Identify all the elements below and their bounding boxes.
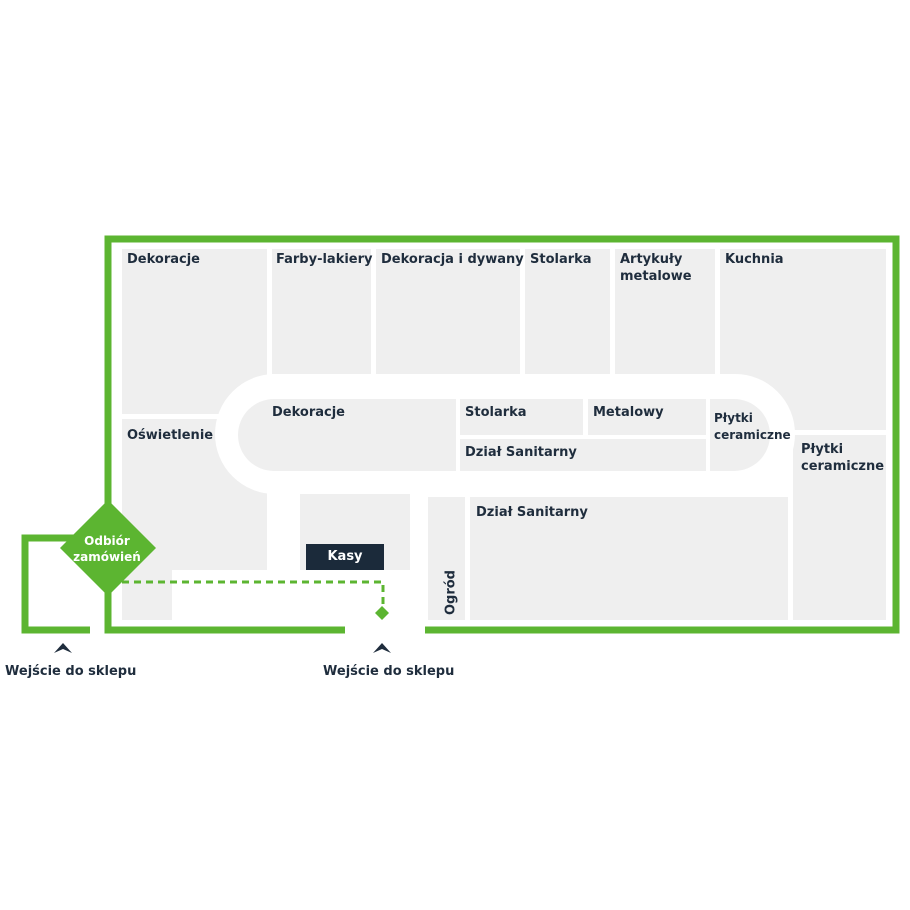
zone-sanitarny-bottom [470,497,788,620]
label-plytki-right: Płytki ceramiczne [801,442,885,474]
zone-stolarka-top [525,249,610,374]
zone-ogrod [428,497,465,620]
zone-stolarka-mid [460,399,583,435]
zones [122,249,886,620]
chevron-up-icon [54,643,72,653]
label-entrance-left: Wejście do sklepu [5,664,137,679]
zone-oswietlenie-lower [122,570,172,620]
label-sanitarny-bottom: Dział Sanitarny [476,505,588,520]
zone-dekoracje-mid [238,399,456,471]
island-zones [238,399,770,471]
zone-artykuly [615,249,715,374]
label-entrance-center: Wejście do sklepu [323,664,455,679]
label-dekoracje-mid: Dekoracje [272,405,345,420]
wall-left-annex [21,534,90,634]
zone-plytki-right [793,435,886,620]
store-walls [21,235,900,634]
diamond-marker-icon [60,500,156,596]
label-kuchnia: Kuchnia [725,252,784,267]
checkout-kasy: Kasy [306,544,384,570]
wall-main [104,235,900,634]
chevron-up-icon [373,643,391,653]
zone-plytki-inner [710,399,770,471]
small-diamond-icon [375,606,389,620]
label-ogrod: Ogród [443,570,459,616]
zone-sanitarny-mid [460,439,706,471]
label-dekoracje-top: Dekoracje [127,252,200,267]
aisle-vertical [410,494,428,620]
zone-kuchnia [720,249,886,374]
label-farby: Farby-lakiery [276,252,373,267]
label-plytki-inner: Płytki ceramiczne [714,411,791,442]
label-pickup: Odbiór zamówień [73,534,141,564]
label-stolarka-mid: Stolarka [465,405,527,420]
label-oswietlenie: Oświetlenie [127,428,214,443]
zone-dekoracja-dywany [376,249,520,374]
zone-farby [272,249,371,374]
label-dekoracja-dywany: Dekoracja i dywany [381,252,524,267]
label-metalowy: Metalowy [593,405,664,420]
label-artykuly: Artykuły metalowe [620,252,692,284]
label-sanitarny-mid: Dział Sanitarny [465,445,577,460]
zone-metalowy [588,399,706,435]
label-stolarka-top: Stolarka [530,252,592,267]
pickup-path [122,580,385,606]
